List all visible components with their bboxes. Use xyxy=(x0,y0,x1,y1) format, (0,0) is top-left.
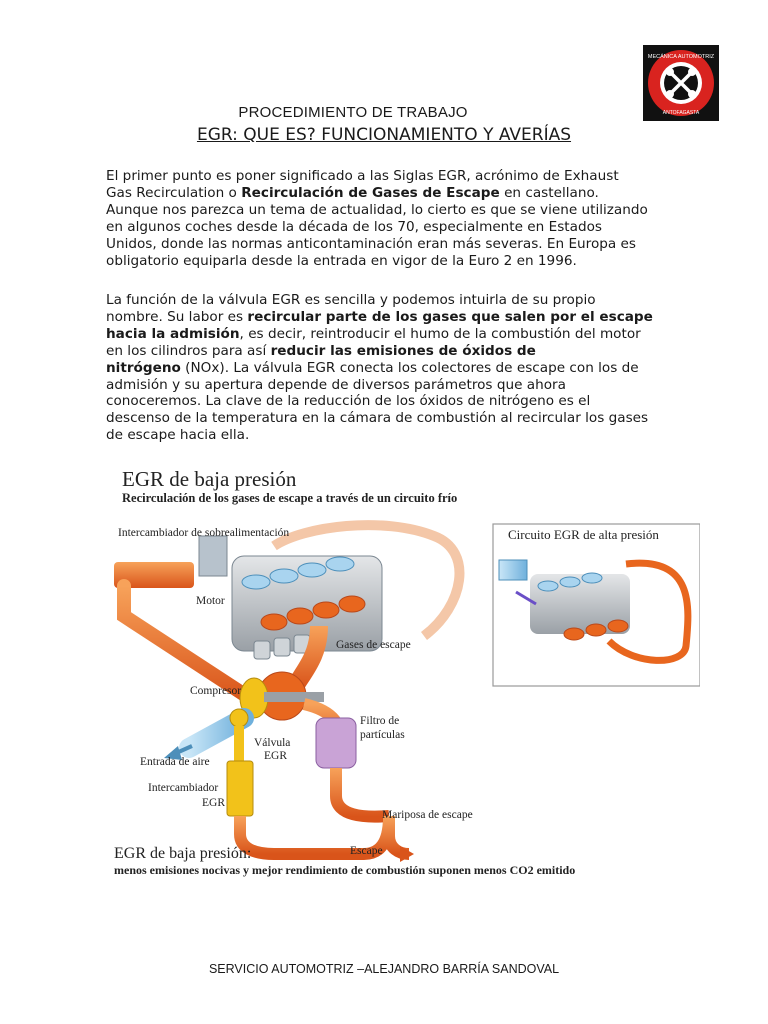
intercooler-body xyxy=(198,535,228,577)
text-line: de escape hacia ella. xyxy=(106,427,250,444)
wrench-logo-icon: MECÁNICA AUTOMOTRIZ ANTOFAGASTA xyxy=(643,45,719,121)
text-line: admisión y su apertura depende de divers… xyxy=(106,376,566,393)
text-line: obligatorio equiparla desde la entrada e… xyxy=(106,252,577,269)
label-compressor: Compresor xyxy=(190,685,241,697)
label-valve-2: EGR xyxy=(264,750,287,762)
exhaust-outlet-arrow-icon xyxy=(400,846,414,862)
figure-subtitle: Recirculación de los gases de escape a t… xyxy=(122,491,457,505)
inset-egr-loop xyxy=(606,559,692,664)
text-line: en castellano. xyxy=(499,184,599,201)
text-line: El primer punto es poner significado a l… xyxy=(106,168,619,184)
label-filter-1: Filtro de xyxy=(360,715,399,727)
text-line: nombre. Su labor es xyxy=(106,308,248,325)
label-air-inlet: Entrada de aire xyxy=(140,756,210,768)
text-line: Gas Recirculation o xyxy=(106,184,242,201)
inset-title: Circuito EGR de alta presión xyxy=(508,527,659,542)
label-filter-2: partículas xyxy=(360,729,405,741)
label-motor: Motor xyxy=(196,595,225,607)
intercooler-pipe xyxy=(114,562,194,588)
label-intercooler: Intercambiador de sobrealimentación xyxy=(118,527,289,539)
egr-return-loop xyxy=(271,520,465,640)
bold-text: reducir las emisiones de óxidos de xyxy=(270,342,536,359)
inset-arrow-icon xyxy=(515,590,537,606)
exhaust-throttle-pipe xyxy=(383,816,410,860)
figure-title: EGR de baja presión xyxy=(122,467,297,491)
label-exhaust: Escape xyxy=(350,845,383,857)
text-line: , es decir, reintroducir el humo de la c… xyxy=(239,325,641,342)
egr-diagram-svg: EGR de baja presión Recirculación de los… xyxy=(114,467,701,877)
text-line: en algunos coches desde la década de los… xyxy=(106,218,602,235)
text-line: Unidos, donde las normas anticontaminaci… xyxy=(106,235,636,252)
paragraph-intro: El primer punto es poner significado a l… xyxy=(106,168,696,269)
label-exhaust-gases: Gases de escape xyxy=(336,639,411,651)
page-title: EGR: QUE ES? FUNCIONAMIENTO Y AVERÍAS xyxy=(196,125,572,145)
bold-text: Recirculación de Gases de Escape xyxy=(241,184,500,201)
text-line: (NOx). La válvula EGR conecta los colect… xyxy=(180,359,639,376)
text-line: Aunque nos parezca un tema de actualidad… xyxy=(106,201,648,218)
text-line: descenso de la temperatura en la cámara … xyxy=(106,410,649,427)
label-throttle: Mariposa de escape xyxy=(382,809,473,821)
text-line: conoceremos. La clave de la reducción de… xyxy=(106,393,591,410)
caption-text: menos emisiones nocivas y mejor rendimie… xyxy=(114,863,575,877)
label-valve-1: Válvula xyxy=(254,737,290,749)
caption-title: EGR de baja presión: xyxy=(114,845,251,862)
egr-valve xyxy=(229,708,249,728)
air-inlet-arrowhead-icon xyxy=(164,746,182,760)
procedure-label: PROCEDIMIENTO DE TRABAJO xyxy=(238,104,468,121)
label-egr-cooler-1: Intercambiador xyxy=(148,782,218,794)
label-egr-cooler-2: EGR xyxy=(202,797,225,809)
bold-text: nitrógeno xyxy=(106,359,181,376)
text-line: La función de la válvula EGR es sencilla… xyxy=(106,292,596,308)
inset-intake xyxy=(498,559,528,581)
turbo-shaft xyxy=(264,692,324,702)
bold-text: hacia la admisión xyxy=(106,325,240,342)
particulate-filter xyxy=(315,717,357,769)
egr-diagram: EGR de baja presión Recirculación de los… xyxy=(104,456,701,888)
exhaust-line xyxy=(330,768,390,823)
workshop-logo: MECÁNICA AUTOMOTRIZ ANTOFAGASTA xyxy=(643,45,719,121)
paragraph-function: La función de la válvula EGR es sencilla… xyxy=(106,292,696,444)
logo-text-bottom: ANTOFAGASTA xyxy=(663,110,700,116)
text-line: en los cilindros para así xyxy=(106,342,271,359)
bold-text: recircular parte de los gases que salen … xyxy=(247,308,653,325)
egr-cooler xyxy=(226,760,254,817)
charge-air-pipe xyxy=(117,579,261,708)
page-footer: SERVICIO AUTOMOTRIZ –ALEJANDRO BARRÍA SA… xyxy=(208,962,560,976)
logo-text-top: MECÁNICA AUTOMOTRIZ xyxy=(648,53,715,60)
